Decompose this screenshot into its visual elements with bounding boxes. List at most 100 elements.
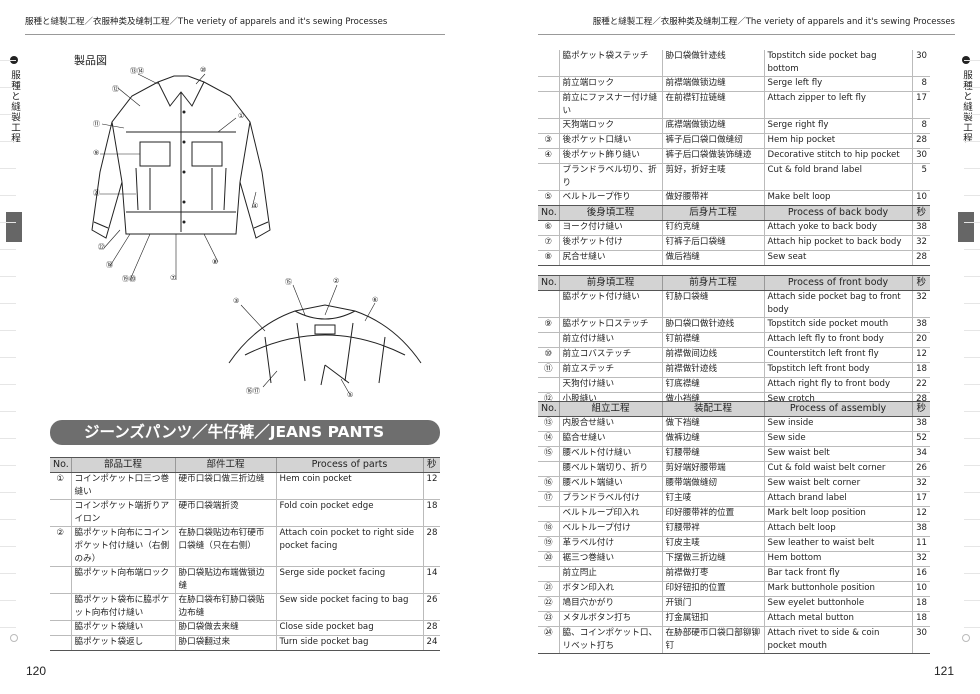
step-number: ㉑ — [538, 581, 559, 597]
process-en: Serge right fly — [763, 118, 912, 134]
side-index-left: 服種と縫製工程 — [6, 42, 22, 642]
process-jp: 天狗付け縫い — [558, 377, 662, 393]
callout-label: ④ — [252, 202, 259, 210]
process-jp: ベルトループ作り — [558, 190, 662, 206]
process-en: Close side pocket bag — [275, 620, 423, 636]
seconds: 10 — [911, 581, 930, 597]
process-jp: 脇ポケット付け縫い — [558, 290, 662, 318]
margin-rule-line — [0, 627, 16, 628]
process-en: Bar tack front fly — [763, 566, 912, 582]
process-cn: 钉胁口袋缝 — [661, 290, 764, 318]
step-number: ⑯ — [538, 476, 559, 492]
process-en: Sew seat — [763, 250, 912, 266]
col-header-no: No. — [538, 205, 559, 221]
seconds: 12 — [911, 506, 930, 522]
process-en: Sew inside — [763, 416, 912, 432]
margin-rule-line — [964, 195, 980, 196]
margin-rule-line — [964, 303, 980, 304]
process-en: Mark buttonhole position — [763, 581, 912, 597]
seconds: 30 — [911, 148, 930, 164]
process-en: Hem hip pocket — [763, 133, 912, 149]
step-number: ⑩ — [538, 347, 559, 363]
process-jp: 尻合せ縫い — [558, 250, 662, 266]
callout-label: ⑱ — [106, 261, 113, 269]
col-header-jp: 後身頃工程 — [558, 205, 662, 221]
callout-label: ⑪ — [93, 120, 100, 128]
process-en: Serge side pocket facing — [275, 566, 423, 594]
process-jp: 脇ポケット向布端ロック — [70, 566, 175, 594]
side-index-right: 服種と縫製工程 — [958, 42, 974, 642]
callout-label: ⑦ — [170, 274, 177, 282]
margin-rule-line — [0, 384, 16, 385]
process-jp: 腰ベルト付け縫い — [558, 446, 662, 462]
process-cn: 硬币口袋端折烫 — [174, 499, 276, 527]
seconds: 17 — [911, 91, 930, 119]
col-header-cn: 后身片工程 — [661, 205, 764, 221]
process-jp: ボタン印入れ — [558, 581, 662, 597]
process-cn: 在胁口袋贴边布钉硬币口袋缝（只在右侧） — [174, 526, 276, 567]
process-jp: 前立閂止 — [558, 566, 662, 582]
callout-label: ㉑ — [93, 189, 100, 197]
process-en: Sew side — [763, 431, 912, 447]
seconds: 28 — [911, 250, 930, 266]
seconds: 20 — [911, 332, 930, 348]
process-jp: 裾三つ巻縫い — [558, 551, 662, 567]
step-number: ② — [50, 526, 71, 567]
process-cn: 前襟端做锁边缝 — [661, 76, 764, 92]
process-cn: 在胁部硬币口袋口部铆铆钉 — [661, 626, 764, 654]
process-en: Attach side pocket bag to front body — [763, 290, 912, 318]
margin-rule-line — [964, 222, 980, 223]
process-cn: 裤子后口袋做装饰缝迹 — [661, 148, 764, 164]
step-number: ㉔ — [538, 626, 559, 654]
callout-label: ② — [333, 277, 340, 285]
process-en: Attach zipper to left fly — [763, 91, 912, 119]
margin-rule-line — [0, 249, 16, 250]
process-jp: ブランドラベル付け — [558, 491, 662, 507]
step-number — [50, 620, 71, 636]
step-number: ⑦ — [538, 235, 559, 251]
step-number — [50, 635, 71, 651]
callout-label: ⑮ — [285, 278, 292, 286]
callout-label: ① — [238, 112, 245, 120]
callout-label: ㉒ — [98, 243, 105, 251]
margin-rule-line — [964, 384, 980, 385]
margin-rule-line — [964, 276, 980, 277]
process-en: Attach rivet to side & coin pocket mouth — [763, 626, 912, 654]
margin-rule-line — [964, 357, 980, 358]
process-jp: 脇ポケット口ステッチ — [558, 317, 662, 333]
col-header-jp: 組立工程 — [558, 401, 662, 417]
process-jp: 脇ポケット袋返し — [70, 635, 175, 651]
process-en: Attach coin pocket to right side pocket … — [275, 526, 423, 567]
process-cn: 钉前襟缝 — [661, 332, 764, 348]
seconds: 17 — [911, 491, 930, 507]
col-header-sec: 秒 — [911, 275, 930, 291]
process-cn: 钉底襟缝 — [661, 377, 764, 393]
seconds: 26 — [911, 461, 930, 477]
seconds: 30 — [911, 626, 930, 654]
step-number — [538, 163, 559, 191]
process-en: Make belt loop — [763, 190, 912, 206]
seconds: 16 — [911, 566, 930, 582]
callout-label: ⑥ — [372, 296, 379, 304]
seconds: 11 — [911, 536, 930, 552]
side-label-left: 服種と縫製工程 — [9, 70, 20, 144]
step-number: ⑬ — [538, 416, 559, 432]
process-en: Cut & fold waist belt corner — [763, 461, 912, 477]
seconds: 32 — [911, 290, 930, 318]
process-cn: 前襟做针迹线 — [661, 362, 764, 378]
page-header-left: 服種と縫製工程／衣服种类及缝制工程／The veriety of apparel… — [25, 17, 388, 27]
